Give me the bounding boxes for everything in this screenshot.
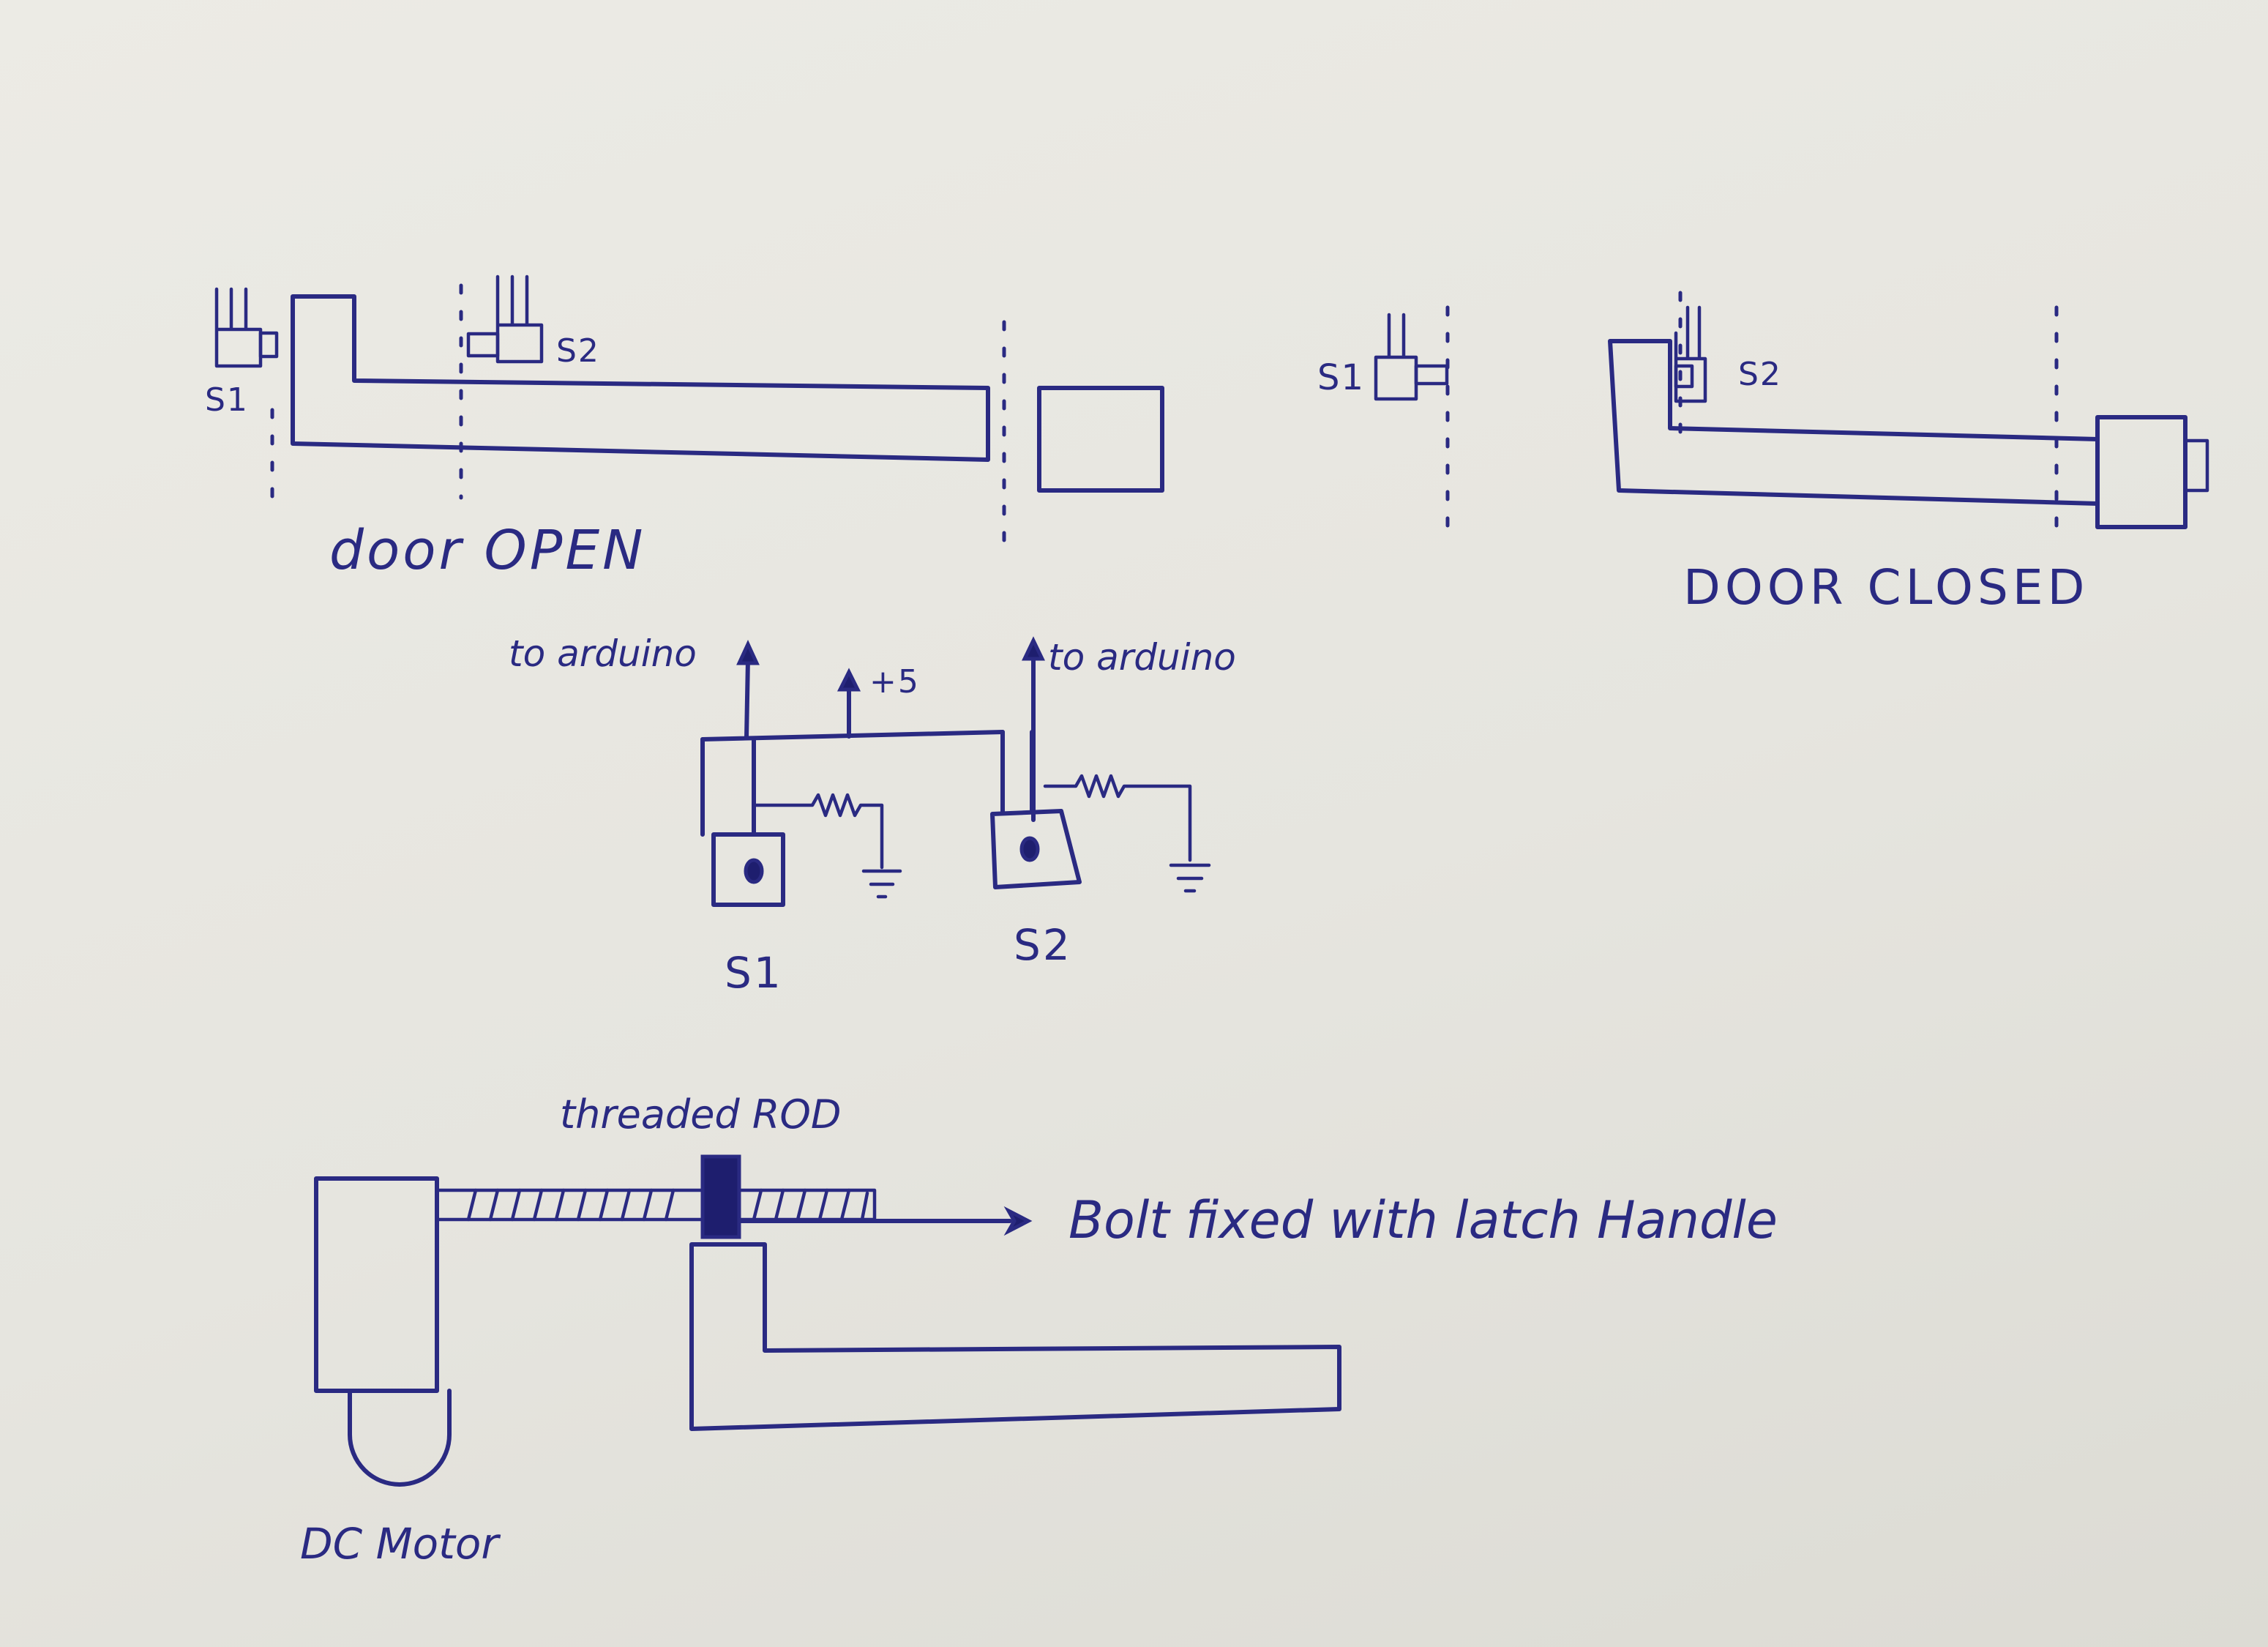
ground-2 xyxy=(1169,863,1211,893)
limit-switch-s1-closed xyxy=(1374,313,1449,401)
threaded-rod xyxy=(435,1188,877,1222)
to-arduino-left-label: to arduino xyxy=(509,632,697,675)
bolt-label: Bolt fixed with latch Handle xyxy=(1068,1190,1778,1250)
s1-label-open: S1 xyxy=(205,381,249,419)
s1-leads xyxy=(700,737,756,837)
limit-switch-s2-closed xyxy=(1674,305,1707,403)
switch-circuit xyxy=(700,636,1211,907)
switch-s2-label: S2 xyxy=(1014,920,1072,970)
switch-s1-symbol xyxy=(711,832,785,907)
door-strike-block xyxy=(1037,386,1164,493)
ground-1 xyxy=(861,869,902,899)
s2-label-closed: S2 xyxy=(1738,356,1782,393)
dc-motor-cap xyxy=(348,1389,452,1487)
arrow-head xyxy=(736,640,760,665)
dc-motor-label: DC Motor xyxy=(300,1519,499,1569)
arrow-head xyxy=(837,668,861,692)
door-open-caption: door OPEN xyxy=(329,519,646,582)
motor-mechanism xyxy=(314,1154,1341,1487)
arrow-head xyxy=(1003,1206,1033,1236)
s1-label-closed: S1 xyxy=(1317,357,1366,398)
dc-motor-body xyxy=(314,1176,439,1393)
latch-handle-mechanism xyxy=(689,1242,1341,1431)
signal-arrow-left xyxy=(744,657,750,740)
door-closed-caption: DOOR CLOSED xyxy=(1683,559,2089,616)
to-arduino-right-label: to arduino xyxy=(1048,636,1236,679)
door-open-diagram xyxy=(214,274,1164,551)
door-strike-block xyxy=(2095,415,2187,529)
arrow-head xyxy=(1022,636,1045,661)
door-closed-diagram xyxy=(1374,291,2209,529)
limit-switch-s2-open xyxy=(466,274,544,364)
limit-switch-s1-open xyxy=(214,287,279,368)
rod-nut xyxy=(700,1154,741,1239)
s2-leads xyxy=(1000,730,1034,813)
strike-tab xyxy=(2183,438,2209,493)
latch-handle-open xyxy=(291,294,990,462)
s2-label-open: S2 xyxy=(556,332,600,370)
supply-label: +5 xyxy=(869,663,920,701)
switch-s1-label: S1 xyxy=(725,948,783,998)
switch-s2-symbol xyxy=(990,809,1082,889)
threaded-rod-label: threaded ROD xyxy=(560,1091,842,1138)
switch-s1-button xyxy=(744,858,764,884)
resistor-2 xyxy=(1043,774,1192,862)
rod-threads xyxy=(466,1188,869,1222)
switch-s2-button xyxy=(1019,836,1040,862)
resistor-1 xyxy=(752,793,884,870)
